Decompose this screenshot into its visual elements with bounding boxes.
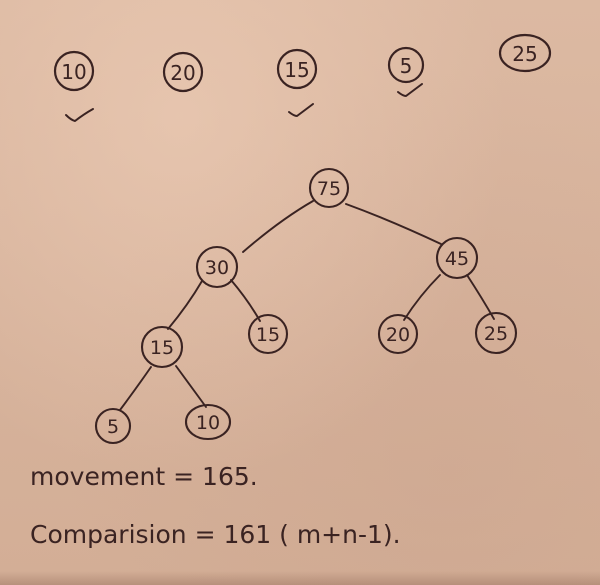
tree-node-20: 20 bbox=[377, 313, 419, 355]
tree-node-45-label: 45 bbox=[445, 248, 469, 270]
tree-node-25: 25 bbox=[474, 311, 518, 355]
edge-45-25 bbox=[466, 274, 495, 320]
edge-15-5 bbox=[119, 366, 152, 411]
tree-node-15-right-circle bbox=[247, 313, 289, 355]
tree-node-5-circle bbox=[94, 407, 132, 445]
edge-15-10 bbox=[175, 365, 207, 408]
tree-node-10-circle bbox=[184, 403, 232, 441]
tree-node-10-label: 10 bbox=[196, 412, 220, 434]
tree-edges bbox=[119, 200, 495, 411]
tree-node-15-left: 15 bbox=[140, 325, 184, 369]
tree-node-45-circle bbox=[435, 236, 479, 280]
edge-root-right bbox=[345, 203, 442, 245]
tree-node-30-circle bbox=[195, 245, 239, 289]
input-list: 10 20 15 5 25 bbox=[53, 33, 552, 122]
edge-30-15a bbox=[167, 280, 203, 330]
tree-node-30: 30 bbox=[195, 245, 239, 289]
tree-node-root-label: 75 bbox=[317, 178, 341, 200]
input-node-1-circle bbox=[53, 50, 95, 92]
input-node-3-label: 15 bbox=[284, 58, 309, 82]
tree-node-5-label: 5 bbox=[107, 416, 119, 438]
tree-node-30-label: 30 bbox=[205, 257, 229, 279]
input-node-4: 5 bbox=[387, 46, 425, 84]
tree-node-15-right: 15 bbox=[247, 313, 289, 355]
edge-root-left bbox=[242, 200, 314, 253]
results: movement = 165. Comparision = 161 ( m+n-… bbox=[30, 462, 401, 549]
check-mark-icon bbox=[397, 83, 423, 97]
input-node-1: 10 bbox=[53, 50, 95, 92]
tree-node-10: 10 bbox=[184, 403, 232, 441]
input-node-2: 20 bbox=[162, 51, 204, 93]
input-node-5-circle bbox=[498, 33, 552, 73]
input-node-2-label: 20 bbox=[170, 61, 195, 85]
paper-bottom-edge bbox=[0, 571, 600, 585]
tree-node-20-label: 20 bbox=[386, 324, 410, 346]
input-node-4-label: 5 bbox=[400, 54, 413, 78]
tree-node-45: 45 bbox=[435, 236, 479, 280]
tree-node-25-label: 25 bbox=[484, 323, 508, 345]
input-node-3-circle bbox=[276, 48, 318, 90]
tree-node-5: 5 bbox=[94, 407, 132, 445]
tree-node-15-right-label: 15 bbox=[256, 324, 280, 346]
check-mark-icon bbox=[65, 108, 94, 122]
movement-line: movement = 165. bbox=[30, 462, 258, 491]
tree-node-root: 75 bbox=[308, 167, 350, 209]
input-node-4-circle bbox=[387, 46, 425, 84]
tree-nodes: 75 30 45 15 15 20 bbox=[94, 167, 518, 445]
edge-45-20 bbox=[403, 274, 441, 321]
input-node-2-circle bbox=[162, 51, 204, 93]
tree-node-20-circle bbox=[377, 313, 419, 355]
input-node-5: 25 bbox=[498, 33, 552, 73]
comparison-line: Comparision = 161 ( m+n-1). bbox=[30, 520, 401, 549]
tree-node-15-left-label: 15 bbox=[150, 337, 174, 359]
input-node-3: 15 bbox=[276, 48, 318, 90]
tree-node-root-circle bbox=[308, 167, 350, 209]
edge-30-15b bbox=[230, 279, 261, 322]
tree-node-25-circle bbox=[474, 311, 518, 355]
input-node-5-label: 25 bbox=[512, 42, 537, 66]
input-node-1-label: 10 bbox=[61, 60, 86, 84]
tree-node-15-left-circle bbox=[140, 325, 184, 369]
check-mark-icon bbox=[288, 103, 314, 117]
